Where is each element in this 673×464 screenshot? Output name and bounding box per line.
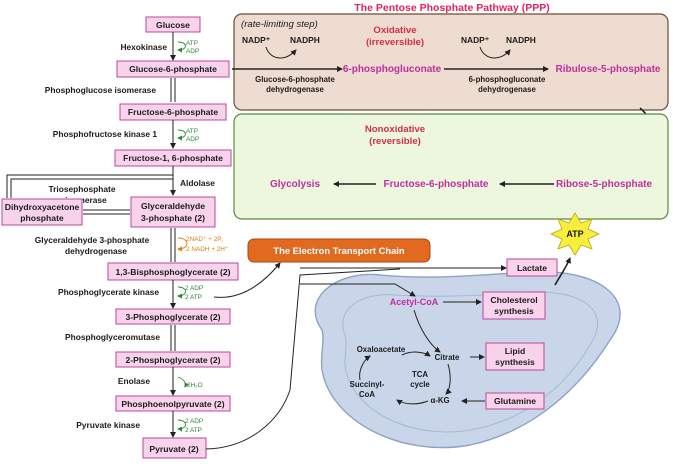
2pg-label: 2-Phosphoglycerate (2): [125, 355, 220, 365]
fructose-6-phosphate-label: Fructose-6-phosphate: [128, 107, 218, 117]
nadp-label-1: NADP⁺: [242, 35, 270, 45]
hk-adp: ADP: [186, 48, 199, 55]
gapdh-label: Glyceraldehyde 3-phosphate: [35, 235, 150, 245]
glutamine-label: Glutamine: [494, 396, 536, 406]
etc-label: The Electron Transport Chain: [273, 245, 405, 256]
pgm-label: Phosphoglyceromutase: [65, 332, 160, 342]
dhap-label-2: phosphate: [20, 213, 64, 223]
hk-atp: ATP: [186, 40, 198, 47]
pgd-label: 6-phosphogluconate: [469, 75, 546, 84]
gapdh-nadh: 2 NADH + 2H⁺: [186, 246, 228, 253]
ppp-fructose-6-phosphate-node: Fructose-6-phosphate: [383, 179, 488, 190]
aldolase-label: Aldolase: [180, 178, 215, 188]
glucose-6-phosphate-label: Glucose-6-phosphate: [129, 64, 217, 74]
g6pd-label-2: dehydrogenase: [266, 85, 324, 94]
ribulose-5-phosphate-node: Ribulose-5-phosphate: [555, 64, 660, 75]
nonoxidative-subtitle: (reversible): [369, 136, 421, 147]
tpi-label-2: isomerase: [65, 195, 107, 205]
gapdh-label-2: dehydrogenase: [65, 246, 127, 256]
tca-label-2: cycle: [410, 380, 430, 389]
oxidative-title: Oxidative: [373, 25, 416, 36]
gapdh-nad: 2NAD⁺ + 2Pi: [186, 236, 223, 244]
glutamine-box: [485, 392, 545, 410]
lipid-label-2: synthesis: [495, 357, 535, 367]
g3p-box: [130, 196, 216, 228]
g3p-label: Glyceraldehyde: [141, 201, 205, 211]
rate-limiting-note: (rate-limiting step): [241, 19, 318, 30]
succinyl-coa-node: Succinyl-: [350, 380, 385, 389]
oxidative-panel: [233, 13, 669, 111]
mitochondrion-shape: [314, 270, 621, 449]
nonoxidative-panel: [233, 113, 669, 220]
pep-label: Phosphoenolpyruvate (2): [121, 399, 224, 409]
phosphogluconate-node: 6-phosphogluconate: [343, 64, 442, 75]
pgi-label: Phosphoglucose isomerase: [45, 85, 157, 95]
atp-star-icon: [550, 212, 600, 256]
page-title: The Pentose Phosphate Pathway (PPP): [354, 2, 549, 14]
nadp-label-2: NADP⁺: [461, 35, 489, 45]
pgk-atp: 2 ATP: [185, 294, 202, 301]
pk-adp: 2 ADP: [185, 418, 203, 425]
glucose-label: Glucose: [156, 20, 190, 30]
dhap-label: Dihydroxyacetone: [5, 202, 80, 212]
pyruvate-box: [142, 437, 207, 459]
bpg-label: 1,3-Bisphosphoglycerate (2): [115, 267, 230, 277]
mitochondrion-inner: [342, 291, 598, 433]
enolase-water: 2H₂O: [187, 382, 203, 389]
pfk-label: Phosphofructose kinase 1: [53, 129, 158, 139]
g6pd-label: Glucose-6-phosphate: [255, 75, 335, 84]
glycolysis-node: Glycolysis: [270, 179, 320, 190]
dhap-box: [1, 198, 83, 226]
cholesterol-label: Cholesterol: [490, 295, 537, 305]
pk-atp: 2 ATP: [185, 427, 202, 434]
hexokinase-label: Hexokinase: [120, 42, 167, 52]
oxidative-subtitle: (irreversible): [366, 37, 424, 48]
nadph-label-1: NADPH: [290, 35, 320, 45]
3pg-label: 3-Phosphoglycerate (2): [125, 312, 220, 322]
ribose-5-phosphate-node: Ribose-5-phosphate: [556, 179, 653, 190]
nadph-label-2: NADPH: [506, 35, 536, 45]
pfk-atp: ATP: [186, 128, 198, 135]
tpi-label: Triosephosphate: [48, 184, 115, 194]
lipid-box: [485, 342, 545, 371]
pgd-label-2: dehydrogenase: [478, 85, 536, 94]
glucose-6-phosphate-box: [116, 60, 230, 78]
lactate-label: Lactate: [517, 263, 547, 273]
etc-box: [247, 238, 431, 263]
cholesterol-box: [482, 291, 546, 320]
succinyl-coa-node-2: CoA: [359, 390, 375, 399]
pgk-adp: 2 ADP: [185, 285, 203, 292]
atp-label: ATP: [566, 229, 583, 239]
pk-label: Pyruvate kinase: [76, 420, 140, 430]
pyruvate-label: Pyruvate (2): [149, 444, 198, 454]
oxaloacetate-node: Oxaloacetate: [357, 345, 406, 354]
fructose-16-phosphate-label: Fructose-1, 6-phosphate: [123, 153, 223, 163]
lipid-label: Lipid: [505, 346, 526, 356]
enolase-label: Enolase: [118, 376, 150, 386]
lactate-box: [506, 258, 558, 277]
pgk-label: Phosphoglycerate kinase: [58, 287, 159, 297]
g3p-label-2: 3-phosphate (2): [141, 213, 205, 223]
nonoxidative-title: Nonoxidative: [365, 124, 425, 135]
akg-node: α-KG: [430, 396, 449, 405]
pfk-adp: ADP: [186, 136, 199, 143]
cholesterol-label-2: synthesis: [494, 306, 534, 316]
acetyl-coa-node: Acetyl-CoA: [390, 297, 439, 307]
citrate-node: Citrate: [435, 353, 460, 362]
3pg-box: [115, 308, 231, 325]
tca-label: TCA: [412, 370, 428, 379]
